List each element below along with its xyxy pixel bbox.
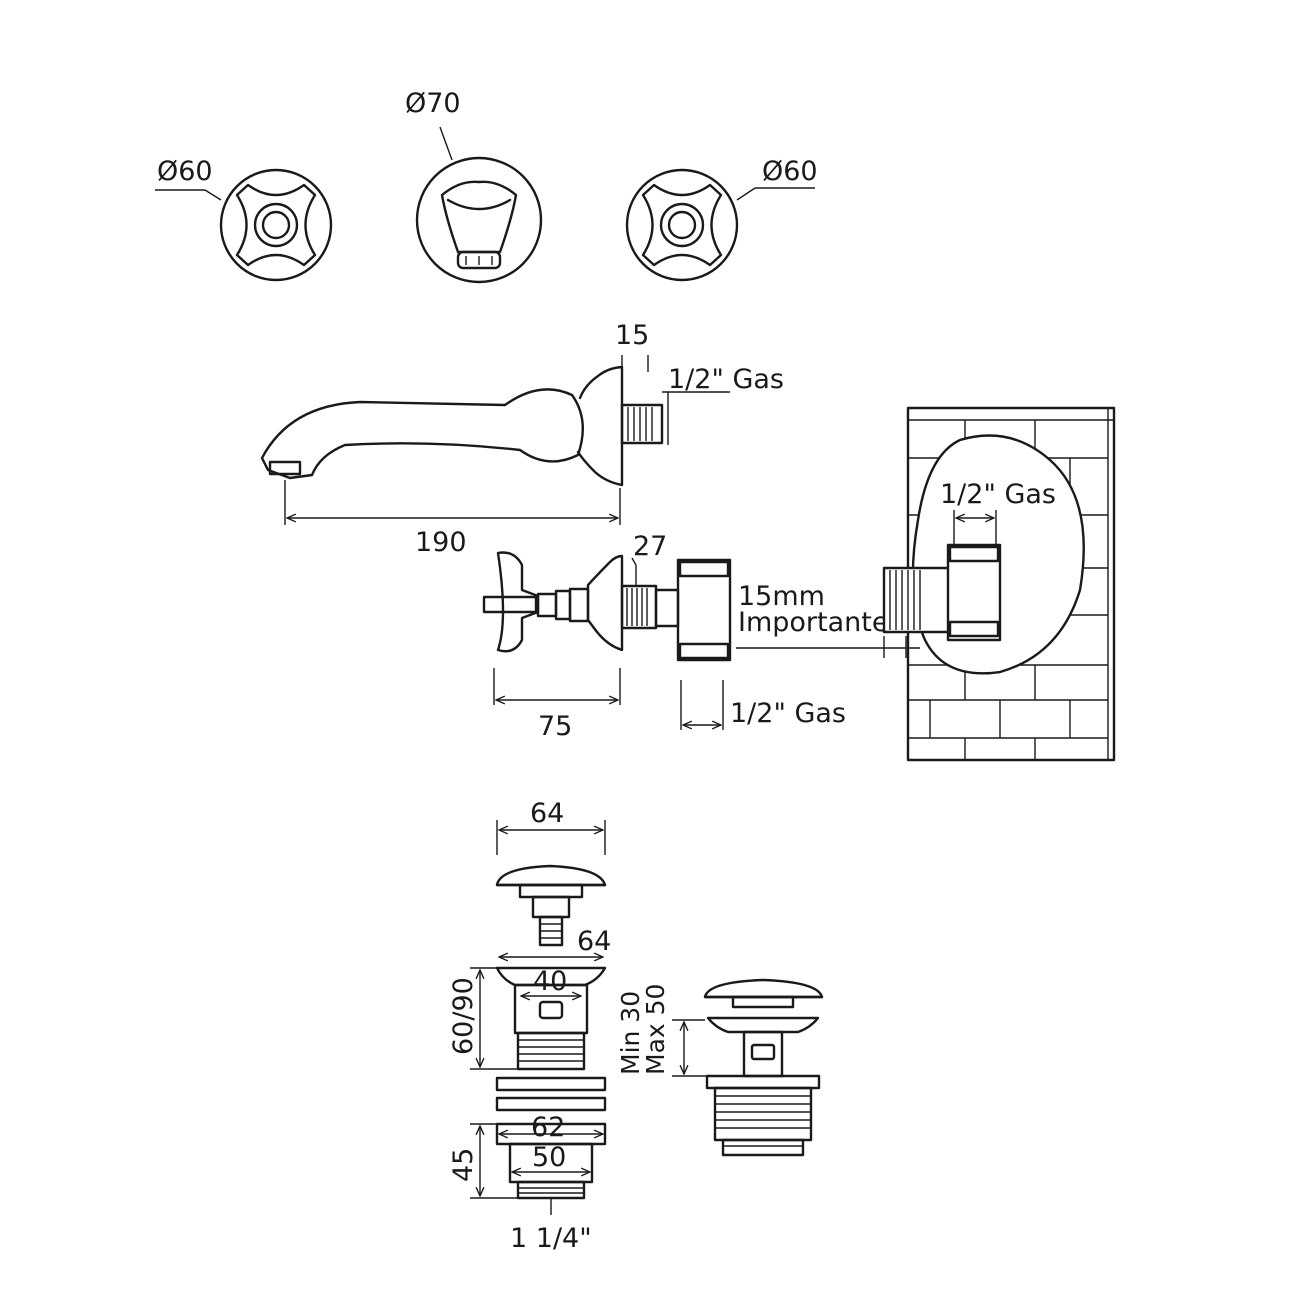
waste-assembled-view xyxy=(672,978,824,1157)
right-handle-diameter-label: Ø60 xyxy=(762,156,818,187)
waste-thread-width-label: 50 xyxy=(532,1142,566,1173)
spout-thread-label: 1/2" Gas xyxy=(668,364,784,395)
spout-top-view xyxy=(415,126,543,284)
waste-body-height-label: 60/90 xyxy=(448,977,479,1055)
wall-thread-label: 1/2" Gas xyxy=(940,479,1056,510)
wall-pipe-size-label: 15mm xyxy=(738,581,825,612)
spout-length-label: 190 xyxy=(415,527,467,558)
spout-flange-depth-label: 15 xyxy=(615,320,649,351)
waste-flange-width-label: 64 xyxy=(577,926,611,957)
waste-thread-size-label: 1 1/4" xyxy=(510,1223,592,1254)
valve-side-view xyxy=(482,551,880,730)
spout-side-view xyxy=(260,355,730,525)
waste-exploded-view xyxy=(470,820,607,1215)
spout-diameter-label: Ø70 xyxy=(405,88,461,119)
wall-pipe-note-label: Importante xyxy=(738,607,888,638)
right-handle-top-view xyxy=(625,168,815,282)
valve-thread-label: 1/2" Gas xyxy=(730,698,846,729)
valve-projection-label: 75 xyxy=(538,711,572,742)
valve-flange-depth-label: 27 xyxy=(633,531,667,562)
left-handle-diameter-label: Ø60 xyxy=(157,156,213,187)
waste-max-label: Max 50 xyxy=(641,984,670,1075)
wall-detail xyxy=(880,406,1116,762)
waste-body-width-label: 40 xyxy=(533,966,567,997)
left-handle-top-view xyxy=(155,168,333,282)
waste-nut-width-label: 62 xyxy=(531,1112,565,1143)
waste-cap-width-label: 64 xyxy=(530,798,564,829)
waste-min-label: Min 30 xyxy=(616,991,645,1075)
waste-lower-height-label: 45 xyxy=(448,1148,479,1182)
